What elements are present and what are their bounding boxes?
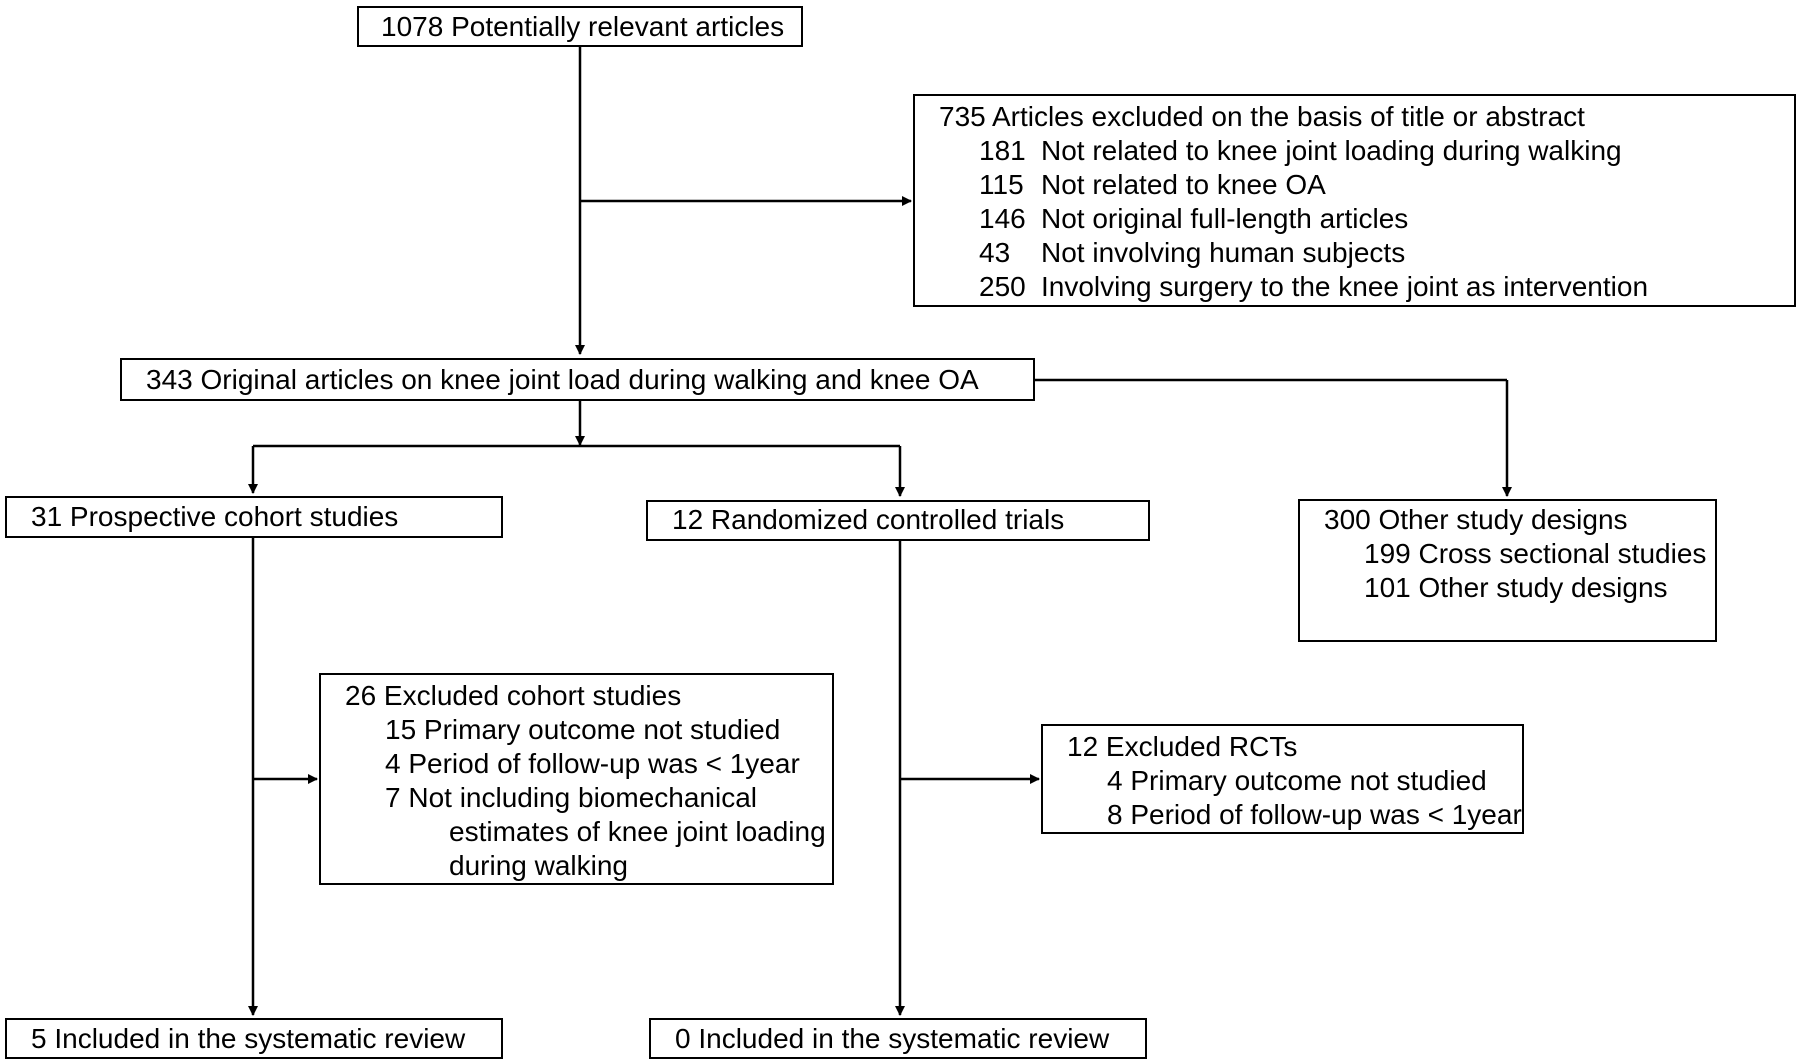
box-other-study-designs: 300 Other study designs 199 Cross sectio…: [1298, 499, 1717, 642]
excluded-rcts-header: 12 Excluded RCTs: [1067, 731, 1298, 762]
box-included-cohort-text: 5 Included in the systematic review: [31, 1023, 466, 1054]
box-randomized-trials-text: 12 Randomized controlled trials: [672, 504, 1065, 535]
excluded-rcts-item: 8 Period of follow-up was < 1year: [1107, 799, 1522, 830]
box-excluded-rcts: 12 Excluded RCTs 4 Primary outcome not s…: [1041, 724, 1524, 834]
excluded-cohort-item: 7 Not including biomechanical: [385, 782, 757, 813]
box-prospective-cohort: 31 Prospective cohort studies: [5, 496, 503, 538]
box-original-articles-text: 343 Original articles on knee joint load…: [146, 364, 979, 395]
box-original-articles: 343 Original articles on knee joint load…: [120, 358, 1035, 401]
box-randomized-trials: 12 Randomized controlled trials: [646, 500, 1150, 541]
box-prospective-cohort-text: 31 Prospective cohort studies: [31, 501, 399, 532]
other-designs-item: 101 Other study designs: [1364, 572, 1668, 603]
excluded-rcts-item: 4 Primary outcome not studied: [1107, 765, 1487, 796]
box-included-rct-text: 0 Included in the systematic review: [675, 1023, 1110, 1054]
excluded-cohort-header: 26 Excluded cohort studies: [345, 680, 682, 711]
excluded-title-header: 735 Articles excluded on the basis of ti…: [939, 101, 1585, 132]
box-excluded-cohort: 26 Excluded cohort studies 15 Primary ou…: [319, 673, 834, 885]
excluded-cohort-item: 15 Primary outcome not studied: [385, 714, 781, 745]
box-potentially-relevant: 1078 Potentially relevant articles: [357, 6, 803, 47]
other-designs-item: 199 Cross sectional studies: [1364, 538, 1707, 569]
box-included-rct: 0 Included in the systematic review: [649, 1018, 1147, 1059]
other-designs-header: 300 Other study designs: [1324, 504, 1628, 535]
box-excluded-title-abstract: 735 Articles excluded on the basis of ti…: [913, 94, 1796, 307]
excluded-cohort-continuation: during walking: [449, 850, 628, 881]
box-included-cohort: 5 Included in the systematic review: [5, 1018, 503, 1059]
box-potentially-relevant-text: 1078 Potentially relevant articles: [381, 11, 785, 42]
excluded-cohort-continuation: estimates of knee joint loading: [449, 816, 826, 847]
excluded-cohort-item: 4 Period of follow-up was < 1year: [385, 748, 800, 779]
